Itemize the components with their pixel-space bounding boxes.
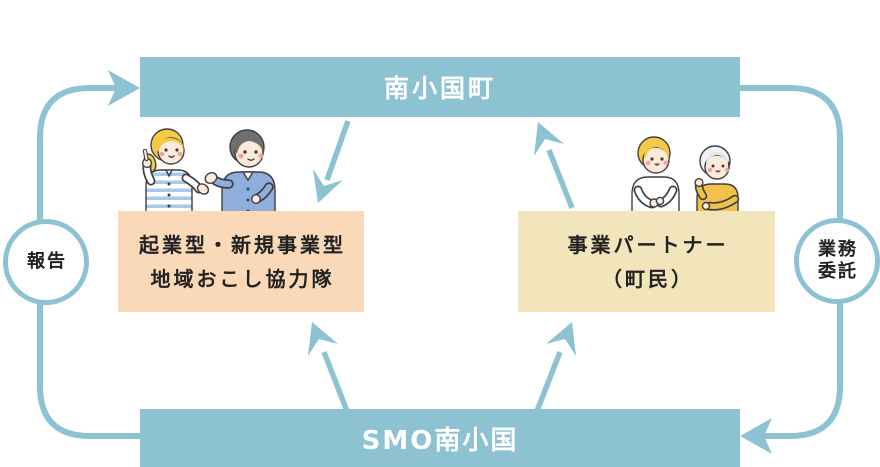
- partners-illustration: [631, 136, 740, 216]
- smo-to-partner-arrow: [534, 322, 576, 412]
- outsourcing-badge: 業務 委託: [794, 218, 880, 304]
- smo-to-corps-arrow: [308, 322, 350, 412]
- partner-node: 事業パートナー （町民）: [518, 211, 775, 312]
- corps-node-label-line1: 起業型・新規事業型: [139, 232, 346, 257]
- corps-members-illustration: [141, 128, 276, 216]
- smo-node-label: SMO南小国: [361, 425, 519, 456]
- report-badge-label: 報告: [27, 251, 67, 272]
- corps-node: 起業型・新規事業型 地域おこし協力隊: [118, 211, 364, 312]
- partner-node-label-line2: （町民）: [602, 266, 694, 291]
- report-badge: 報告: [3, 219, 89, 305]
- town-node: 南小国町: [140, 57, 740, 117]
- town-to-corps-arrow: [313, 120, 351, 203]
- outsourcing-badge-label-line2: 委託: [818, 261, 858, 282]
- partner-node-label-line1: 事業パートナー: [567, 232, 729, 257]
- smo-node: SMO南小国: [140, 409, 740, 467]
- partner-to-town-arrow: [534, 122, 575, 210]
- town-node-label: 南小国町: [383, 74, 496, 103]
- corps-node-label-line2: 地域おこし協力隊: [150, 266, 335, 291]
- outsourcing-badge-label-line1: 業務: [818, 239, 858, 260]
